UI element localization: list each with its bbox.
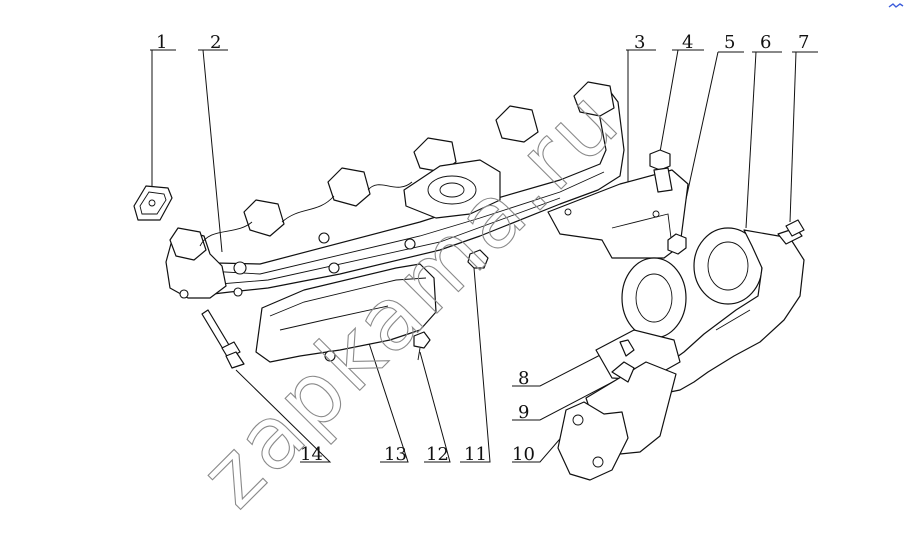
part-exhaust-pipe bbox=[621, 227, 805, 395]
part-bracket-clamp bbox=[557, 329, 681, 481]
part-bolt-4 bbox=[649, 149, 673, 193]
corner-mark-icon bbox=[888, 3, 904, 8]
part-stud bbox=[201, 309, 245, 369]
part-heat-shield bbox=[255, 263, 437, 363]
part-bolt-7 bbox=[777, 219, 805, 245]
callout-9: 9 bbox=[518, 402, 529, 423]
part-bolt-12 bbox=[413, 331, 431, 361]
part-exhaust-manifold bbox=[165, 81, 689, 299]
callout-6: 6 bbox=[760, 32, 771, 53]
part-bolt-11 bbox=[467, 249, 489, 269]
callout-12: 12 bbox=[426, 444, 449, 465]
callout-14: 14 bbox=[300, 444, 323, 465]
part-nut-5 bbox=[667, 233, 687, 255]
callout-3: 3 bbox=[634, 32, 645, 53]
callout-13: 13 bbox=[384, 444, 407, 465]
callout-4: 4 bbox=[682, 32, 693, 53]
callout-5: 5 bbox=[724, 32, 735, 53]
callout-10: 10 bbox=[512, 444, 535, 465]
callout-2: 2 bbox=[210, 32, 221, 53]
callout-7: 7 bbox=[798, 32, 809, 53]
callout-1: 1 bbox=[156, 32, 167, 53]
callout-8: 8 bbox=[518, 368, 529, 389]
leader-lines bbox=[150, 49, 818, 463]
part-gasket bbox=[133, 185, 173, 221]
callout-labels: 1 2 3 4 5 6 7 8 9 10 11 12 13 14 bbox=[156, 32, 809, 465]
callout-11: 11 bbox=[464, 444, 487, 465]
